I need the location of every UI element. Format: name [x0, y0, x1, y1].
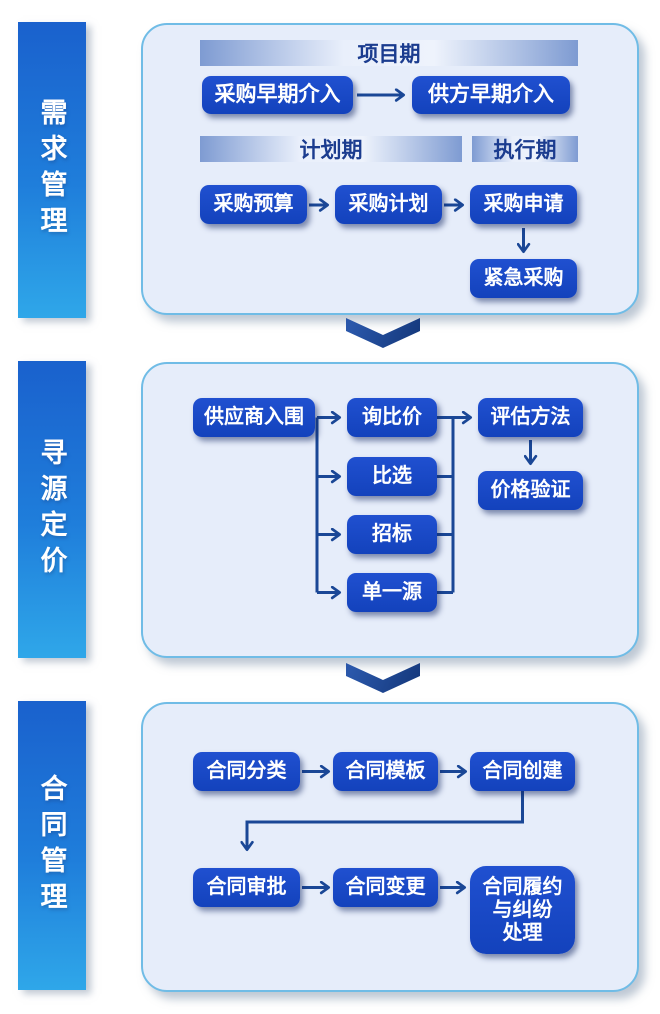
chevron-down-icon — [346, 663, 420, 693]
node-contract-creation: 合同创建 — [470, 752, 575, 791]
node-supplier-shortlisting: 供应商入围 — [193, 398, 315, 437]
node-comparative-selection: 比选 — [347, 457, 437, 496]
chevron-down-icon — [346, 318, 420, 348]
phase-band-project-period: 项目期 — [200, 40, 578, 66]
sidebar-demand-label: 需求管理 — [36, 98, 67, 242]
node-early-procurement-involvement: 采购早期介入 — [202, 76, 353, 114]
node-early-supplier-involvement: 供方早期介入 — [412, 76, 570, 114]
node-contract-approval: 合同审批 — [193, 868, 300, 907]
sidebar-contract-management: 合同管理 — [18, 701, 86, 990]
node-procurement-budget: 采购预算 — [200, 185, 307, 224]
node-evaluation-method: 评估方法 — [478, 398, 583, 437]
phase-band-execution-label: 执行期 — [493, 139, 557, 162]
phase-band-planning-period: 计划期 — [200, 136, 462, 162]
sidebar-contract-label: 合同管理 — [36, 773, 67, 918]
node-price-verification: 价格验证 — [478, 471, 583, 510]
phase-band-execution-period: 执行期 — [472, 136, 578, 162]
node-contract-template: 合同模板 — [333, 752, 438, 791]
sidebar-demand-management: 需求管理 — [18, 22, 86, 318]
phase-band-planning-label: 计划期 — [299, 139, 363, 162]
node-inquiry-price-comparison: 询比价 — [347, 398, 437, 437]
node-urgent-procurement: 紧急采购 — [470, 259, 577, 298]
node-contract-performance-dispute: 合同履约 与纠纷 处理 — [470, 866, 575, 954]
node-contract-change: 合同变更 — [333, 868, 438, 907]
node-bidding: 招标 — [347, 515, 437, 554]
sidebar-sourcing-pricing: 寻源定价 — [18, 361, 86, 658]
sidebar-sourcing-label: 寻源定价 — [36, 437, 67, 582]
node-procurement-request: 采购申请 — [470, 185, 577, 224]
node-single-source: 单一源 — [347, 573, 437, 612]
phase-band-project-label: 项目期 — [357, 43, 421, 66]
node-procurement-plan: 采购计划 — [335, 185, 442, 224]
node-contract-classification: 合同分类 — [193, 752, 300, 791]
